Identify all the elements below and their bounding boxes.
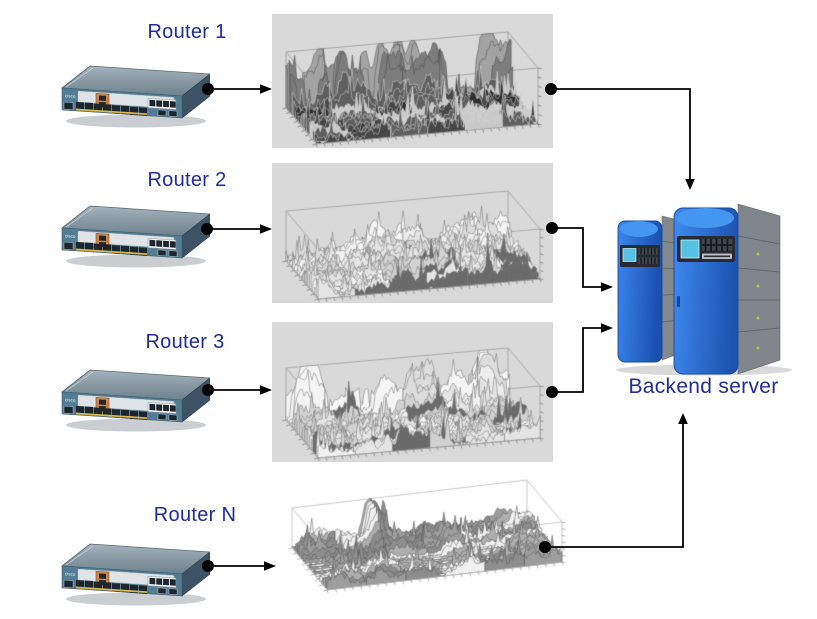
router-2-label: Router 2 <box>147 169 227 191</box>
plot3-to-server-connector <box>546 323 613 398</box>
router3-to-plot3-connector <box>202 384 272 396</box>
arrowhead-icon <box>260 84 272 94</box>
backend-server-label: Backend server <box>628 375 779 398</box>
arrowhead-icon <box>260 385 272 395</box>
server-right-tower <box>673 203 781 375</box>
arrowhead-icon <box>678 413 688 424</box>
connector-line <box>551 88 691 182</box>
router-3-traffic-plot <box>272 322 553 462</box>
router2-to-plot2-connector <box>201 223 272 235</box>
connector-line <box>552 227 605 288</box>
router-2-device <box>60 196 210 270</box>
routerN-to-plot4-connector <box>202 560 276 572</box>
router-2-traffic-plot <box>272 163 553 303</box>
arrowhead-icon <box>685 179 695 190</box>
plot2-to-server-connector <box>546 222 613 292</box>
router-3-label: Router 3 <box>145 331 225 353</box>
router-n-traffic-plot <box>268 478 572 614</box>
backend-server-image <box>616 203 792 376</box>
server-screen <box>622 248 637 262</box>
router-1-device <box>60 56 210 130</box>
server-door-handle <box>677 296 680 307</box>
plot1-to-server-connector <box>545 83 695 190</box>
router-n-device <box>60 534 210 608</box>
router-n-label: Router N <box>153 504 237 526</box>
arrowhead-icon <box>260 224 272 234</box>
router1-to-plot1-connector <box>202 83 272 95</box>
connector-line <box>552 327 605 393</box>
server-screen <box>680 239 700 259</box>
router-3-device <box>60 360 210 434</box>
router-1-label: Router 1 <box>147 21 227 43</box>
router-1-traffic-plot <box>272 14 553 148</box>
